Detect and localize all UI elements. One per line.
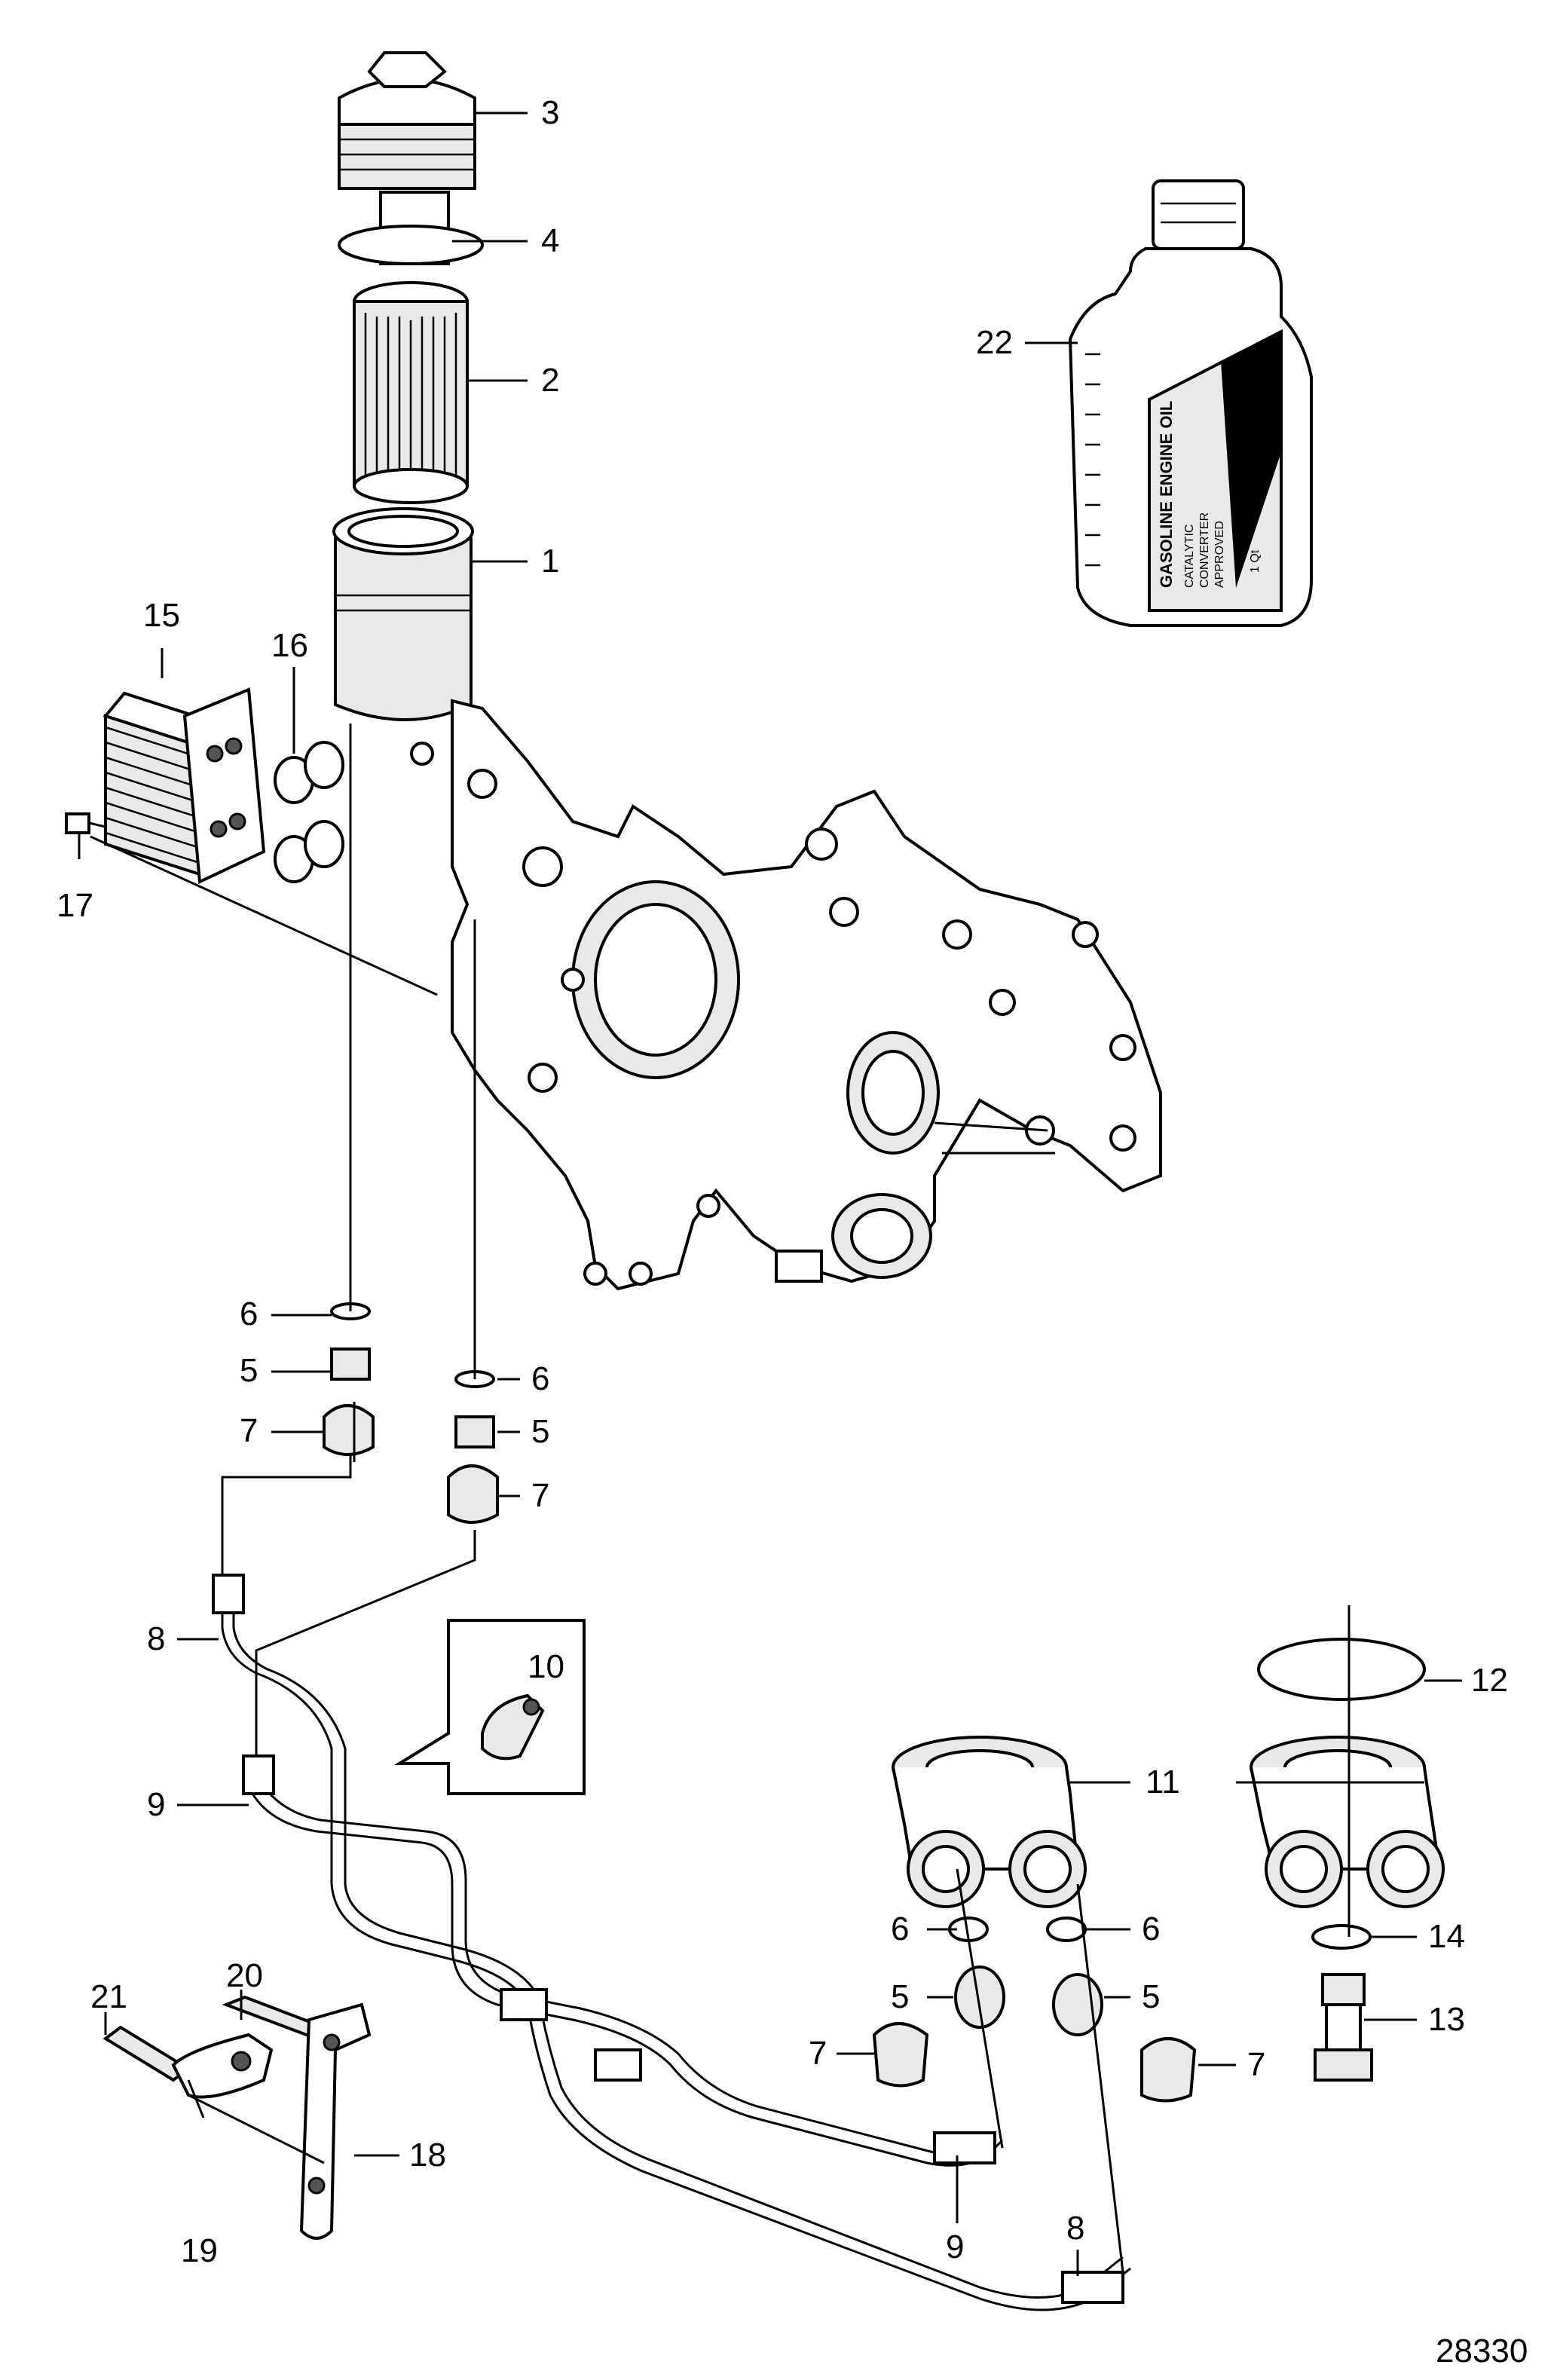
cooler-bolt	[65, 812, 106, 834]
callout-4: 4	[541, 222, 560, 259]
callout-21: 21	[90, 1978, 127, 2015]
callout-7-upper-right: 7	[531, 1477, 550, 1514]
callout-6-upper-right: 6	[531, 1360, 550, 1397]
callout-7-lower-left: 7	[809, 2035, 827, 2072]
callout-20: 20	[226, 1957, 263, 1994]
callout-3: 3	[541, 94, 560, 131]
callout-7-lower-right: 7	[1247, 2046, 1266, 2083]
bracket-assembly	[102, 1995, 372, 2240]
callout-17: 17	[57, 887, 93, 924]
callout-1: 1	[541, 543, 560, 580]
callout-5-upper-left: 5	[240, 1352, 258, 1389]
callout-5-lower-right: 5	[1142, 1978, 1161, 2015]
callout-15: 15	[143, 597, 180, 634]
engine-timing-cover	[410, 699, 1162, 1291]
banjo-bolt	[1314, 1973, 1373, 2082]
callout-13: 13	[1428, 2001, 1465, 2038]
callout-5-upper-right: 5	[531, 1413, 550, 1450]
callout-22: 22	[976, 324, 1013, 361]
oil-lines	[212, 1574, 1131, 2311]
filter-cap	[338, 51, 476, 265]
clip-inset	[393, 1619, 586, 1795]
leader-lines	[78, 112, 1462, 2276]
callout-6-lower-right: 6	[1142, 1910, 1161, 1947]
upper-fittings-left	[323, 1302, 375, 1456]
callout-19: 19	[181, 2232, 218, 2269]
oil-cooler	[102, 687, 266, 885]
adapter-o-ring	[1257, 1638, 1426, 1701]
oil-bottle	[1068, 179, 1313, 627]
bolt-o-ring	[1311, 1924, 1372, 1950]
callout-11-left: 11	[1146, 1764, 1180, 1800]
callout-18: 18	[409, 2137, 446, 2174]
callout-10: 10	[528, 1648, 564, 1685]
adapter-left	[892, 1736, 1087, 1908]
adapter-right	[1250, 1736, 1445, 1908]
upper-fittings-right	[447, 1370, 499, 1524]
callout-8-right: 8	[1066, 2210, 1085, 2247]
filter-housing	[332, 507, 474, 721]
filter-element	[353, 281, 469, 504]
callout-2: 2	[541, 362, 560, 399]
callout-16: 16	[271, 627, 308, 664]
callout-5-lower-left: 5	[891, 1978, 910, 2015]
callout-7-upper-left: 7	[240, 1412, 258, 1449]
figure-code: 28330	[1436, 2333, 1528, 2369]
callout-9-right: 9	[946, 2229, 965, 2265]
callout-12: 12	[1471, 1662, 1508, 1699]
callout-8-left: 8	[147, 1620, 166, 1657]
cooler-seal-rings	[274, 741, 344, 883]
callout-6-lower-left: 6	[891, 1910, 910, 1947]
o-ring-cap	[338, 225, 484, 265]
callout-9-left: 9	[147, 1786, 166, 1823]
callout-6-upper-left: 6	[240, 1296, 258, 1332]
callout-14: 14	[1428, 1918, 1465, 1955]
